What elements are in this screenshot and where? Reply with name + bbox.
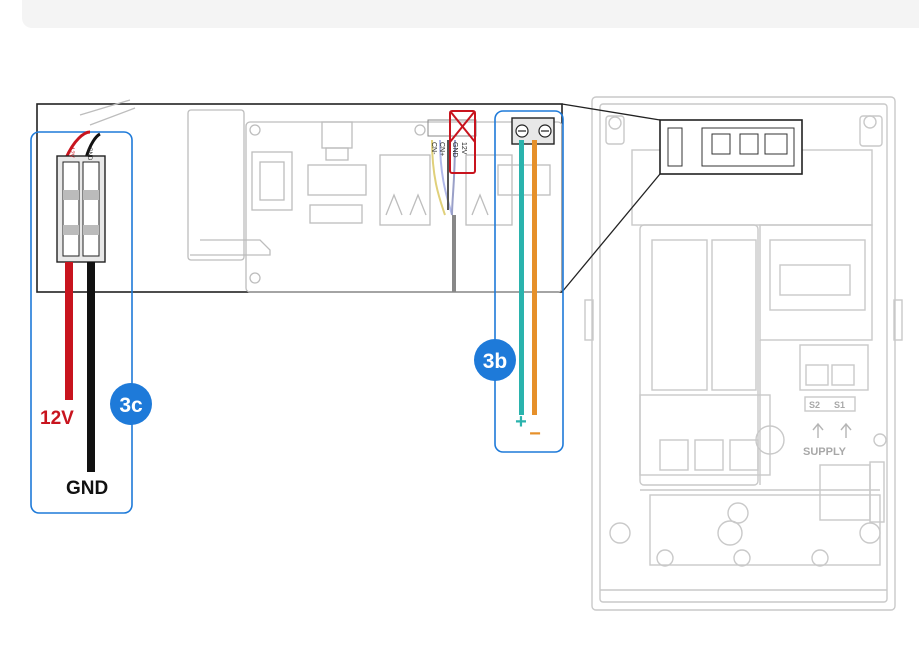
- pcb-label-12v: 12V: [460, 142, 467, 155]
- callout-badge-3b: [474, 339, 516, 381]
- callout-badge-3c: [110, 383, 152, 425]
- label-minus: −: [529, 423, 541, 445]
- wire-gnd: [87, 262, 95, 472]
- pcb-label-cn-minus: CN-: [430, 142, 437, 155]
- zoom-connector-lines: [561, 103, 661, 293]
- panel-module-highlight: [659, 119, 803, 175]
- top-banner: [22, 0, 919, 28]
- label-gnd: GND: [66, 478, 108, 499]
- s1-label: S1: [834, 400, 845, 410]
- wire-can-minus: [532, 140, 537, 415]
- wire-can-plus: [519, 140, 524, 415]
- connector-label-12v: 12V: [68, 147, 74, 158]
- crossed-out-terminal-icon: [449, 110, 476, 174]
- connector-label-gnd: GND: [86, 147, 92, 161]
- panel-enclosure: [584, 96, 903, 611]
- callout-box-3b: [494, 110, 564, 453]
- s2-label: S2: [809, 400, 820, 410]
- wire-12v: [65, 262, 73, 400]
- callout-3b-label: 3b: [483, 350, 508, 373]
- supply-arrows: [812, 422, 852, 438]
- callout-box-3c: [30, 131, 133, 514]
- pcb-label-cn-plus: CN+: [438, 142, 445, 156]
- label-plus: +: [515, 411, 527, 433]
- pcb-label-gnd: GND: [451, 142, 458, 158]
- callout-3c-label: 3c: [119, 394, 143, 417]
- zoom-detail-panel: CN- CN+ GND 12V: [36, 99, 563, 293]
- connector-3c-group: 12V GND 12V GND 3c: [30, 130, 152, 514]
- label-12v: 12V: [40, 408, 74, 429]
- connector-3b-group: + − 3b: [474, 110, 564, 453]
- supply-label: SUPPLY: [803, 446, 847, 458]
